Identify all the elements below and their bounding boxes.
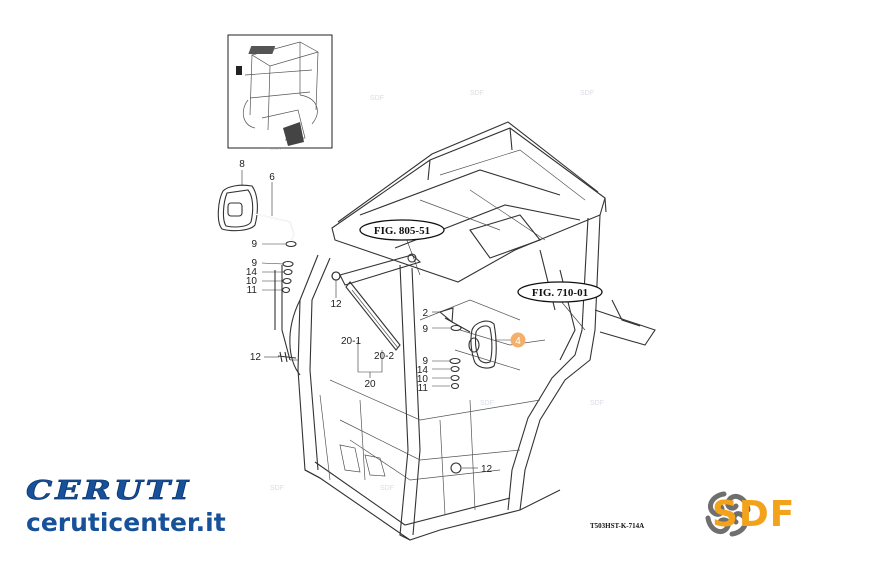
part-number: 2 bbox=[422, 308, 428, 319]
part-number: 6 bbox=[269, 172, 275, 183]
part-number: 20-2 bbox=[374, 351, 394, 362]
part-number: 9 bbox=[251, 258, 257, 269]
ceruti-logo: CERUTI bbox=[26, 474, 192, 506]
fastener-stack-right bbox=[438, 307, 462, 390]
part-number: 11 bbox=[247, 285, 258, 296]
sdf-swirl-icon bbox=[705, 491, 751, 537]
inset-thumbnail bbox=[227, 34, 333, 149]
watermark: SDF bbox=[580, 90, 594, 97]
fig-ref-label: FIG. 710-01 bbox=[532, 287, 588, 299]
part-number: 9 bbox=[251, 239, 257, 250]
part-number: 12 bbox=[250, 352, 262, 363]
watermark: SDF bbox=[270, 485, 284, 492]
watermark: SDF bbox=[480, 400, 494, 407]
watermark: SDF bbox=[470, 90, 484, 97]
fig-ref-805-51[interactable]: FIG. 805-51 bbox=[359, 219, 445, 241]
part-number: 11 bbox=[418, 383, 429, 394]
part-number: 12 bbox=[330, 299, 342, 310]
part-number: 9 bbox=[422, 356, 428, 367]
part-number: 12 bbox=[481, 464, 493, 475]
watermark: SDF bbox=[380, 485, 394, 492]
part-number: 9 bbox=[422, 324, 428, 335]
part-number: 10 bbox=[246, 276, 258, 287]
part-number: 10 bbox=[417, 374, 429, 385]
leader-lines bbox=[241, 170, 586, 469]
sdf-logo-text: SDF bbox=[712, 493, 796, 535]
part-number: 8 bbox=[239, 159, 245, 170]
sdf-brand: SDF bbox=[704, 488, 795, 540]
fastener-stack-left bbox=[281, 240, 297, 294]
cab-frame bbox=[274, 121, 656, 541]
watermark: SDF bbox=[370, 95, 384, 102]
fig-ref-710-01[interactable]: FIG. 710-01 bbox=[517, 281, 603, 303]
part-highlight bbox=[510, 332, 526, 348]
part-number-4: 4 bbox=[515, 336, 521, 347]
part-number: 20 bbox=[364, 379, 376, 390]
ceruti-brand: CERUTI ceruticenter.it bbox=[26, 474, 266, 537]
ceruti-url-link[interactable]: ceruticenter.it bbox=[26, 508, 226, 537]
fig-ref-label: FIG. 805-51 bbox=[374, 225, 430, 237]
part-number: 20-1 bbox=[341, 336, 361, 347]
watermark: SDF bbox=[590, 400, 604, 407]
caps bbox=[277, 271, 462, 474]
mirror-left bbox=[217, 184, 295, 241]
part-numbers: 8 6 9 9 14 10 11 12 12 20-1 20-2 20 2 9 … bbox=[239, 159, 521, 475]
drawing-code: T503HST-K-714A bbox=[590, 522, 644, 530]
part-number: 14 bbox=[246, 267, 258, 278]
part-number: 14 bbox=[417, 365, 429, 376]
